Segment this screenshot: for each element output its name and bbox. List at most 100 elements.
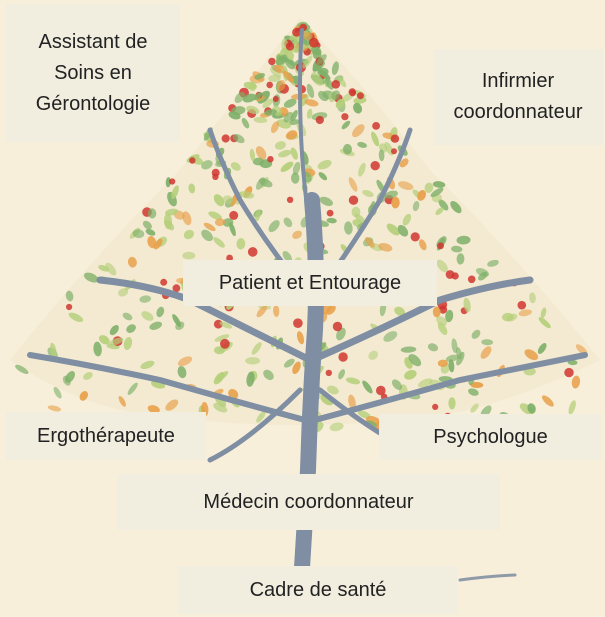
role-psychologue: Psychologue — [379, 414, 602, 460]
leaf — [424, 182, 434, 193]
leaf — [214, 334, 230, 342]
cherry — [331, 80, 341, 89]
leaf — [445, 309, 454, 323]
leaf — [236, 238, 246, 250]
cherry — [326, 209, 334, 217]
leaf — [571, 375, 581, 389]
cherry — [564, 367, 574, 378]
leaf — [402, 213, 412, 226]
leaf — [47, 405, 62, 412]
leaf — [399, 158, 409, 168]
leaf — [50, 342, 57, 358]
leaf — [165, 399, 179, 411]
leaf — [286, 130, 298, 140]
leaf — [259, 178, 273, 188]
cherry — [467, 275, 476, 284]
leaf — [256, 305, 268, 318]
cherry — [266, 81, 274, 89]
leaf — [283, 98, 297, 108]
leaf — [326, 217, 337, 224]
leaf — [109, 325, 119, 336]
leaf — [213, 194, 225, 207]
leaf — [132, 229, 145, 239]
leaf — [404, 369, 417, 380]
leaf — [417, 190, 427, 201]
cherry — [221, 134, 230, 143]
leaf — [219, 321, 233, 329]
cherry — [286, 196, 294, 203]
leaf — [239, 191, 255, 199]
cherry — [267, 156, 274, 163]
leaf — [400, 346, 417, 353]
cherry — [272, 96, 279, 102]
cherry — [390, 134, 400, 143]
leaf — [79, 391, 89, 401]
leaf — [127, 256, 137, 268]
leaf — [214, 218, 226, 227]
leaf — [208, 211, 223, 220]
cherry — [376, 385, 386, 396]
leaf — [319, 196, 333, 207]
cherry — [315, 115, 324, 125]
leaf — [182, 251, 196, 260]
leaf — [165, 208, 179, 216]
leaf — [362, 190, 374, 197]
leaf — [378, 149, 385, 162]
leaf — [502, 312, 514, 322]
cherry — [160, 278, 168, 286]
leaf — [246, 105, 260, 115]
leaf — [345, 377, 361, 385]
leaf — [463, 297, 471, 313]
leaf — [432, 181, 446, 188]
role-infirmier-coordonnateur: Infirmier coordonnateur — [433, 49, 603, 145]
leaf — [177, 356, 193, 367]
leaf — [156, 306, 165, 318]
leaf — [243, 81, 257, 90]
leaf — [296, 331, 305, 345]
leaf — [537, 343, 547, 354]
leaf — [398, 181, 414, 190]
leaf — [541, 395, 554, 407]
leaf — [435, 207, 444, 216]
leaf — [316, 54, 327, 66]
leaf — [290, 110, 298, 122]
leaf — [175, 321, 185, 331]
cherry — [189, 157, 196, 164]
leaf — [448, 359, 455, 373]
leaf — [338, 369, 346, 380]
cherry — [341, 113, 349, 121]
leaf — [273, 305, 280, 317]
cherry — [220, 338, 230, 349]
leaf — [306, 108, 313, 119]
leaf — [68, 312, 84, 323]
leaf — [371, 131, 380, 147]
leaf — [529, 292, 536, 304]
leaf — [344, 221, 353, 235]
cherry — [437, 242, 444, 250]
leaf — [283, 111, 294, 123]
cherry — [226, 254, 234, 262]
leaf — [280, 161, 294, 172]
leaf — [348, 177, 358, 192]
leaf — [228, 388, 239, 400]
leaf — [445, 354, 459, 362]
leaf — [274, 141, 286, 150]
leaf — [203, 222, 216, 232]
leaf — [201, 160, 213, 170]
leaf — [378, 243, 393, 252]
role-assistant-soins-gerontologie: Assistant de Soins en Gérontologie — [6, 4, 180, 142]
leaf — [118, 396, 126, 407]
leaf — [438, 199, 449, 211]
leaf — [254, 92, 263, 101]
leaf — [290, 172, 300, 184]
leaf — [65, 290, 74, 302]
leaf — [292, 161, 301, 175]
leaf — [324, 77, 334, 90]
leaf — [142, 220, 152, 230]
leaf — [368, 350, 379, 360]
leaf — [145, 228, 156, 236]
leaf — [290, 147, 298, 160]
cherry — [309, 37, 319, 48]
leaf — [471, 329, 481, 339]
leaf — [171, 185, 179, 200]
